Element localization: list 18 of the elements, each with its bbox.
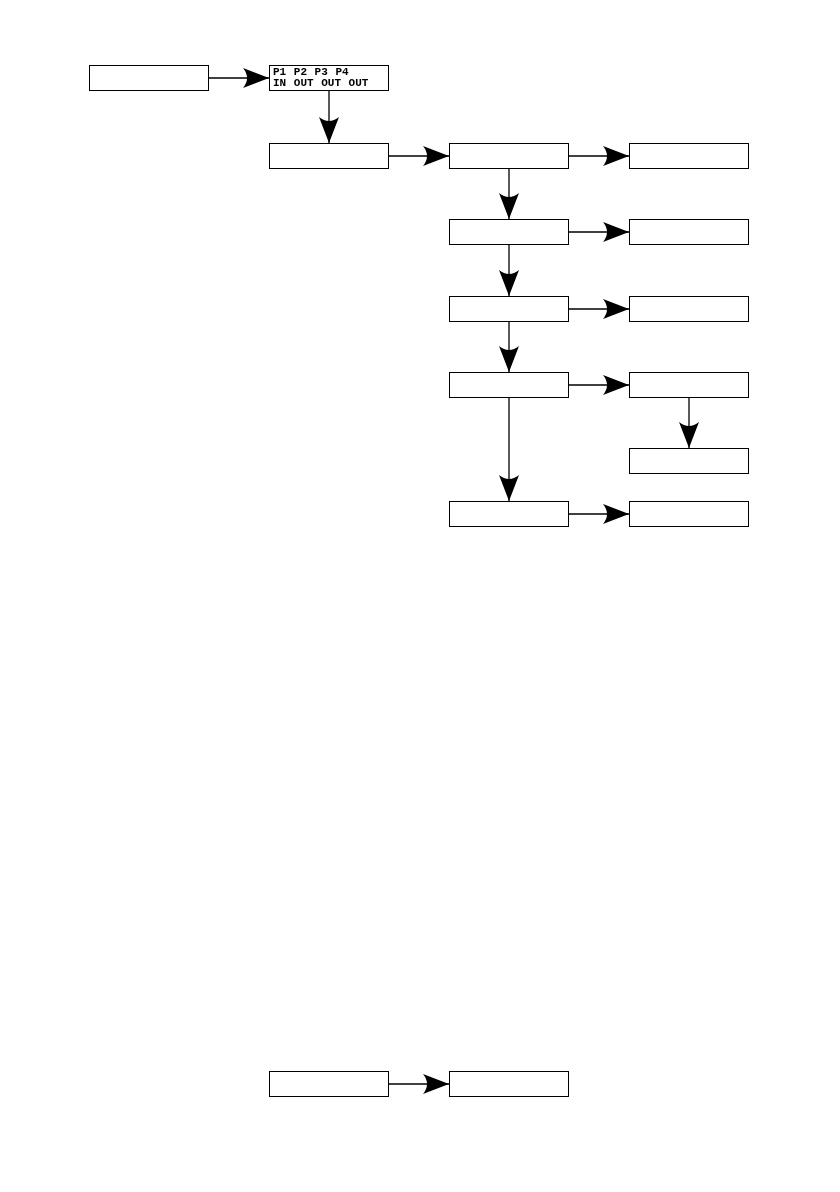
empty-box	[449, 143, 569, 169]
empty-box	[629, 448, 749, 474]
empty-box	[89, 65, 209, 91]
empty-box	[269, 143, 389, 169]
empty-box	[629, 372, 749, 398]
empty-box	[629, 219, 749, 245]
empty-box	[449, 1071, 569, 1097]
display-box	[269, 65, 389, 91]
empty-box	[629, 143, 749, 169]
empty-box	[629, 501, 749, 527]
empty-box	[449, 219, 569, 245]
display-text: IN OUT OUT OUT	[273, 78, 370, 89]
empty-box	[449, 296, 569, 322]
empty-box	[449, 372, 569, 398]
display-text: P1 P2 P3 P4	[273, 67, 350, 78]
empty-box	[449, 501, 569, 527]
empty-box	[269, 1071, 389, 1097]
empty-box	[629, 296, 749, 322]
